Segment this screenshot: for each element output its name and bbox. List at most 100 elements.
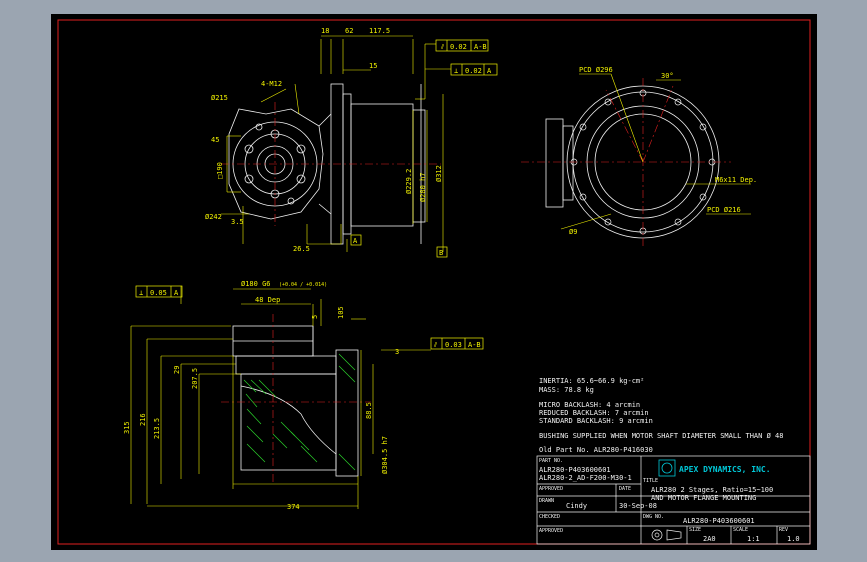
dim-d215: Ø215 xyxy=(211,94,228,102)
side-bolt-hole xyxy=(296,144,306,154)
bottom-tol1-ref: A xyxy=(174,289,179,297)
front-thread: M6x11 Dep. xyxy=(715,176,757,184)
front-view: PCD Ø296 30° M6x11 Dep. PCD Ø216 Ø9 xyxy=(521,66,757,246)
company-name: APEX DYNAMICS, INC. xyxy=(679,465,771,474)
side-bolt-hole xyxy=(244,174,254,184)
front-angle-30: 30° xyxy=(661,72,674,80)
label-approved: APPROVED xyxy=(539,486,563,492)
dim-15: 15 xyxy=(369,62,377,70)
label-part-no: PART NO. xyxy=(539,458,563,464)
bottom-d180: Ø180 G6 xyxy=(241,280,271,288)
gear-icon xyxy=(661,462,673,474)
note-reduced: REDUCED BACKLASH: 7 arcmin xyxy=(539,409,649,417)
bottom-hatch xyxy=(243,353,356,471)
side-tol2-symbol: ⊥ xyxy=(454,67,458,75)
dim-sq190: □190 xyxy=(216,162,224,179)
notes: INERTIA: 65.6~66.9 kg-cm² MASS: 78.8 kg … xyxy=(539,377,783,454)
drawn-by: Cindy xyxy=(566,502,587,510)
dim-3-5: 3.5 xyxy=(231,218,244,226)
bottom-h315: 315 xyxy=(123,421,131,434)
bottom-depth: 48 Dep xyxy=(255,296,280,304)
bottom-view: ⊥ 0.05 A ⫽ 0.03 A-B Ø180 G6 (+0.04 / +0.… xyxy=(123,280,484,511)
company-logo: APEX DYNAMICS, INC. xyxy=(658,459,771,477)
title-line-1: ALR280 2 Stages, Ratio=15~100 xyxy=(651,486,773,494)
side-bolt-hole xyxy=(244,144,254,154)
side-bolt-hole xyxy=(296,174,306,184)
side-bolt-hole xyxy=(255,123,263,131)
bottom-h207: 207.5 xyxy=(191,368,199,389)
sheet-size: 2A0 xyxy=(703,535,716,543)
dim-45: 45 xyxy=(211,136,219,144)
sheet-border xyxy=(57,19,811,545)
side-tol1-ref: A-B xyxy=(474,43,487,51)
datum-a-label: A xyxy=(353,237,358,245)
front-pcd-216: PCD Ø216 xyxy=(707,206,741,214)
side-tol1-value: 0.02 xyxy=(450,43,467,51)
side-tol2-value: 0.02 xyxy=(465,67,482,75)
dim-d280: Ø280 h7 xyxy=(419,172,427,202)
note-micro: MICRO BACKLASH: 4 arcmin xyxy=(539,401,640,409)
sheet-scale: 1:1 xyxy=(747,535,760,543)
bottom-tol1-value: 0.05 xyxy=(150,289,167,297)
side-tol2-ref: A xyxy=(487,67,492,75)
label-dwg-no: DWG NO. xyxy=(643,514,664,520)
label-date: DATE xyxy=(619,486,631,492)
bottom-v105: 105 xyxy=(337,306,345,319)
front-side-tab xyxy=(545,118,564,208)
part-no-2: ALR280-2_AD-F200-M30-1 xyxy=(539,474,632,482)
side-housing-body xyxy=(350,103,414,227)
title-line-2: AND MOTOR FLANGE MOUNTING xyxy=(651,494,756,502)
dim-d312: Ø312 xyxy=(435,165,443,182)
bottom-tol2-value: 0.03 xyxy=(445,341,462,349)
holes-4-m12: 4-M12 xyxy=(261,80,282,88)
bottom-tol1-symbol: ⊥ xyxy=(139,289,143,297)
side-output-flange xyxy=(412,109,426,223)
bottom-housing xyxy=(240,373,337,471)
dim-d229: Ø229.2 xyxy=(405,169,413,194)
bottom-tol2-ref: A-B xyxy=(468,341,481,349)
front-hole-d9: Ø9 xyxy=(569,228,577,236)
note-old-part: Old Part No. ALR280-P416030 xyxy=(539,446,653,454)
label-size: SIZE xyxy=(689,527,701,533)
bottom-v29: 29 xyxy=(173,366,181,374)
bottom-v88: 88.5 xyxy=(365,402,373,419)
dim-62: 62 xyxy=(345,27,353,35)
note-mass: MASS: 78.8 kg xyxy=(539,386,594,394)
bottom-v5: 5 xyxy=(311,315,319,319)
bottom-gear-profile xyxy=(240,385,337,455)
bottom-dia: Ø304.5 h7 xyxy=(381,436,389,474)
bottom-d180-tol: (+0.04 / +0.014) xyxy=(279,282,327,288)
cad-drawing: ⫽ 0.02 A-B ⊥ 0.02 A A B 18 62 117.5 15 4… xyxy=(57,19,811,545)
bottom-w374: 374 xyxy=(287,503,300,511)
note-inertia: INERTIA: 65.6~66.9 kg-cm² xyxy=(539,377,644,385)
drawn-date: 30-Sep-08 xyxy=(619,502,657,510)
front-pcd-296: PCD Ø296 xyxy=(579,66,613,74)
dim-117-5: 117.5 xyxy=(369,27,390,35)
drawing-number: ALR280-P403600601 xyxy=(683,517,755,525)
label-approved-2: APPROVED xyxy=(539,528,563,534)
label-drawn: DRAWN xyxy=(539,498,554,504)
side-view: ⫽ 0.02 A-B ⊥ 0.02 A A B 18 62 117.5 15 4… xyxy=(205,27,498,258)
dim-d242: Ø242 xyxy=(205,213,222,221)
label-title: TITLE xyxy=(643,478,658,484)
title-block: APEX DYNAMICS, INC. PART NO. APPROVED DA… xyxy=(536,455,811,545)
label-checked: CHECKED xyxy=(539,514,560,520)
dim-18: 18 xyxy=(321,27,329,35)
drawing-sheet: ⫽ 0.02 A-B ⊥ 0.02 A A B 18 62 117.5 15 4… xyxy=(51,14,817,550)
side-bolt-hole xyxy=(287,197,295,205)
note-bushing: BUSHING SUPPLIED WHEN MOTOR SHAFT DIAMET… xyxy=(539,432,783,440)
side-tol1-symbol: ⫽ xyxy=(440,43,445,51)
label-rev: REV xyxy=(779,527,788,533)
side-flange-body xyxy=(228,108,324,220)
datum-b-label: B xyxy=(439,249,443,257)
bottom-h213: 213.5 xyxy=(153,418,161,439)
dim-26-5: 26.5 xyxy=(293,245,310,253)
bottom-output-flange xyxy=(335,349,359,477)
bottom-v3: 3 xyxy=(395,348,399,356)
bottom-h216: 216 xyxy=(139,413,147,426)
bottom-tol2-symbol: ⫽ xyxy=(433,341,438,349)
label-scale: SCALE xyxy=(733,527,748,533)
part-no-1: ALR280-P403600601 xyxy=(539,466,611,474)
note-standard: STANDARD BACKLASH: 9 arcmin xyxy=(539,417,653,425)
projection-symbol xyxy=(651,529,682,541)
